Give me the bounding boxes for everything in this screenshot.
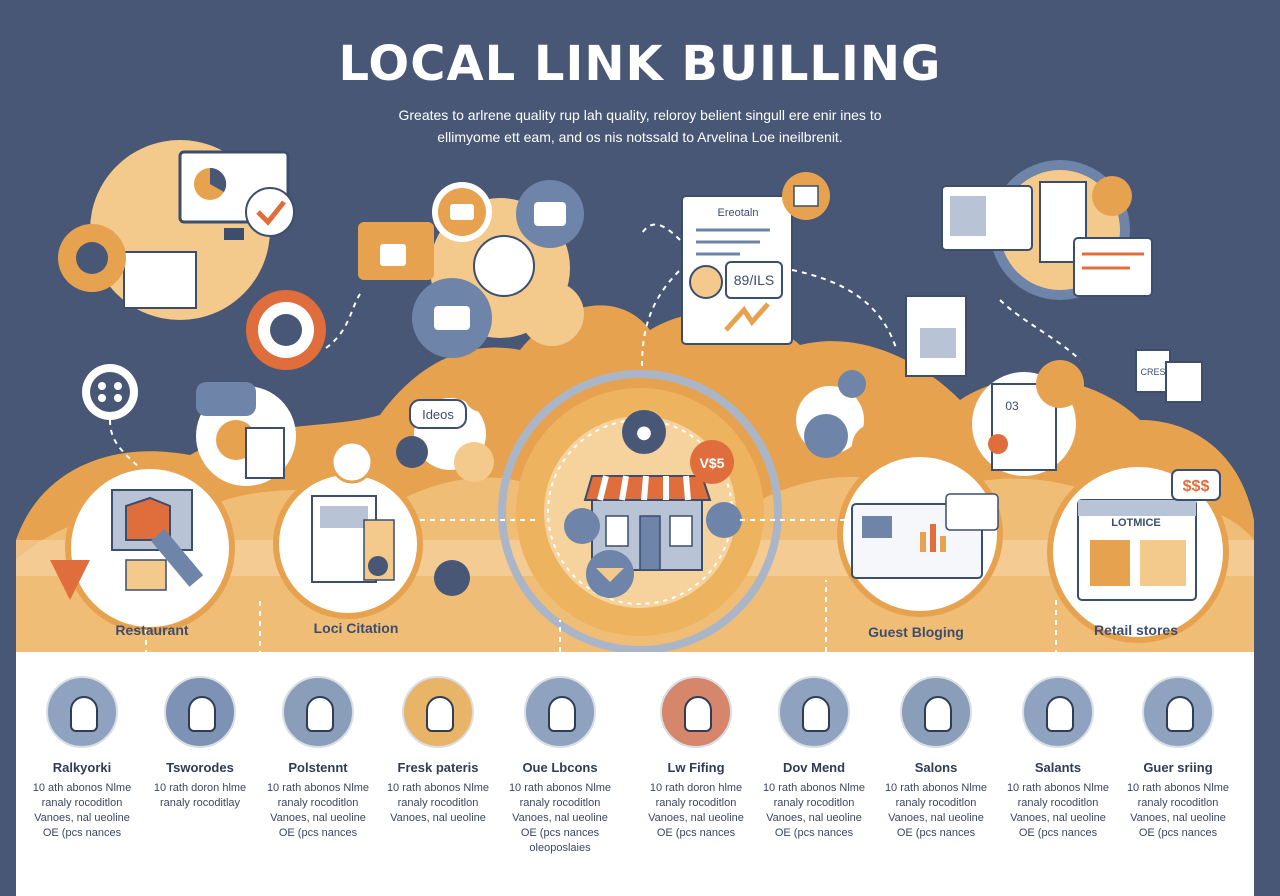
description-line: OE (pcs nances [1018, 827, 1098, 839]
description-line: Vanoes, nal ueoline [34, 812, 130, 824]
description-line: 10 rath abonos Nlme [266, 782, 370, 794]
clothing-shirt-icon [1022, 676, 1094, 748]
category-tile: Dov Mend 10 rath abonos Nlme ranaly rocodi… [754, 676, 874, 841]
category-tile: Salants 10 rath abonos Nlme ranaly rocodit… [998, 676, 1118, 841]
description-line: Vanoes, nal ueoline [270, 812, 366, 824]
description-line: ranaly rocoditlon [519, 797, 601, 809]
description-line: ranaly rocoditlon [277, 797, 359, 809]
subtitle-line: Greates to arlrene quality rup lah quali… [398, 107, 882, 123]
description-line: Vanoes, nal ueoline [648, 812, 744, 824]
category-tile: Oue Lbcons 10 rath abonos Nlme ranaly roco… [500, 676, 620, 856]
document-header: Ereotaln [718, 207, 759, 219]
ideas-bubble: Ideos [422, 407, 454, 422]
document-badge: 89/ILS [734, 272, 774, 288]
description-line: Vanoes, nal ueoline [1010, 812, 1106, 824]
svg-text:●: ● [636, 422, 652, 443]
category-title: Oue Lbcons [522, 760, 598, 775]
browser-header-text: LOTMICE [1111, 517, 1161, 529]
category-title: Guer sriing [1143, 760, 1213, 775]
description-line: 10 ath abonos Nlme [32, 782, 132, 794]
description-line: 10 rath doron hlme [153, 782, 247, 794]
subtitle-line: ellimyome ett eam, and os nis notssald t… [437, 129, 843, 145]
storefront-icon [583, 475, 712, 571]
description-line: 10 rath abonos Nlme [1006, 782, 1110, 794]
description-line: 10 rath abonos Nlme [762, 782, 866, 794]
description-line: OE (pcs nances [520, 827, 600, 839]
category-title: Ralkyorki [52, 760, 112, 775]
description-line: Vanoes, nal ueoline [1130, 812, 1226, 824]
category-tile: Salons 10 rath abonos Nlme ranaly rocoditl… [876, 676, 996, 841]
review-badge: 03 [1005, 399, 1019, 413]
laptop-review-icon [778, 676, 850, 748]
hub-label-guest-blogging: Guest Bloging [868, 624, 964, 640]
category-tile: Tsworodes 10 rath doron hlme ranaly rocodi… [140, 676, 260, 811]
hub-label-restaurant: Restaurant [115, 622, 189, 638]
category-title: Dov Mend [782, 760, 846, 775]
description-line: ranaly rocoditlon [895, 797, 977, 809]
description-line: 10 rath abonos Nlme [508, 782, 612, 794]
description-line: OE (pcs nances [896, 827, 976, 839]
price-badge: $$$ [1183, 478, 1210, 495]
category-title: Salons [914, 760, 958, 775]
description-line: oleoposlaies [529, 842, 591, 854]
businessman-icon [282, 676, 354, 748]
smiling-face-icon [660, 676, 732, 748]
description-line: ranaly rocoditlon [773, 797, 855, 809]
documents-icon [402, 676, 474, 748]
category-tile: Guer sriing 10 rath abonos Nlme ranaly roc… [1118, 676, 1238, 841]
description-line: ranaly rocoditlay [159, 797, 241, 809]
description-line: ranaly rocoditlon [41, 797, 123, 809]
category-title: Fresk pateris [397, 760, 479, 775]
lightbulb-idea-icon [1142, 676, 1214, 748]
description-line: Vanoes, nal ueoline [888, 812, 984, 824]
category-title: Salants [1034, 760, 1082, 775]
description-line: 10 rath abonos Nlme [386, 782, 490, 794]
description-line: ranaly rocoditlon [1137, 797, 1219, 809]
category-description: 10 rath doron hlme ranaly rocoditlay [140, 781, 260, 811]
card-text: CRES [1140, 367, 1165, 377]
description-line: OE (pcs nances [774, 827, 854, 839]
description-line: OE (pcs nances [278, 827, 358, 839]
stylist-icon [900, 676, 972, 748]
description-line: OE (pcs nances [656, 827, 736, 839]
page-title: LOCAL LINK BUILLING [338, 36, 942, 92]
category-title: Lw Fifing [667, 760, 725, 775]
description-line: Vanoes, nal ueoline [766, 812, 862, 824]
store-badge: V$5 [700, 455, 725, 471]
woman-person-icon [164, 676, 236, 748]
category-title: Tsworodes [166, 760, 234, 775]
page-subtitle: Greates to arlrene quality rup lah quali… [340, 104, 940, 148]
category-tile: Ralkyorki 10 ath abonos Nlme ranaly rocodi… [22, 676, 142, 841]
hub-label-citation: Loci Citation [313, 620, 399, 636]
category-title: Polstennt [288, 760, 348, 775]
description-line: Vanoes, nal ueoline [390, 812, 486, 824]
category-tile: Fresk pateris 10 rath abonos Nlme ranaly r… [378, 676, 498, 826]
description-line: ranaly rocoditlon [1017, 797, 1099, 809]
description-line: OE (pcs nances [42, 827, 122, 839]
description-line: 10 rath doron hlme [649, 782, 743, 794]
description-line: Vanoes, nal ueoline [512, 812, 608, 824]
category-tile: Polstennt 10 rath abonos Nlme ranaly rocod… [258, 676, 378, 841]
description-line: OE (pcs nances [1138, 827, 1218, 839]
description-line: 10 rath abonos Nlme [1126, 782, 1230, 794]
description-line: ranaly rocoditlon [655, 797, 737, 809]
description-line: ranaly rocoditlon [397, 797, 479, 809]
chat-bubbles-icon [46, 676, 118, 748]
map-route-icon [524, 676, 596, 748]
category-tile: Lw Fifing 10 rath doron hlme ranaly rocodi… [636, 676, 756, 841]
description-line: 10 rath abonos Nlme [884, 782, 988, 794]
center-hub-outer-ring [498, 370, 782, 654]
hub-label-retail-stores: Retail stores [1093, 622, 1179, 638]
